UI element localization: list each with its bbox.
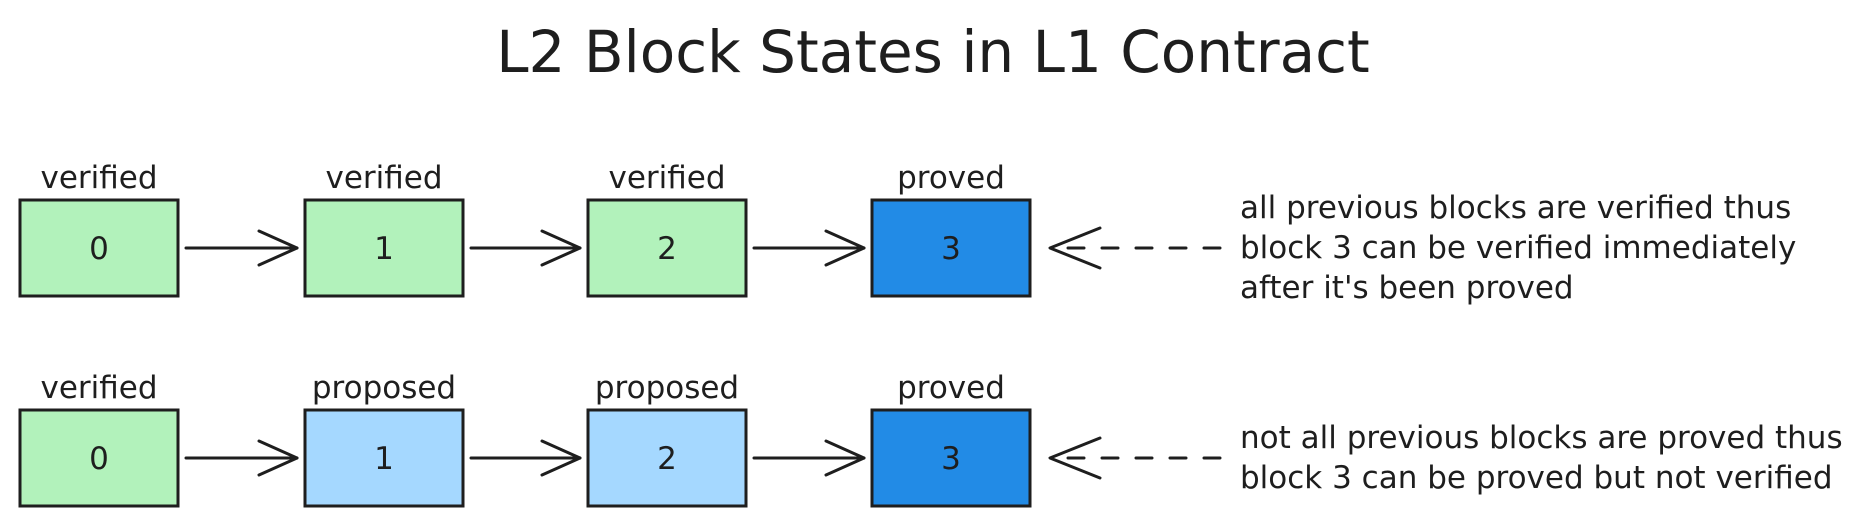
- row-2: verified 0 proposed 1 proposed 2 proved 3 not al…: [18, 370, 1843, 508]
- diagram-title: L2 Block States in L1 Contract: [496, 18, 1370, 86]
- block-box: [303, 408, 465, 508]
- block-box: [586, 198, 748, 298]
- next-arrow: [469, 439, 582, 477]
- block-number: 2: [657, 441, 677, 477]
- block-number: 1: [374, 441, 394, 477]
- note-line: after it's been proved: [1240, 270, 1574, 306]
- next-arrow: [752, 229, 866, 267]
- block-1-1: verified 1: [303, 160, 465, 298]
- next-arrow: [184, 229, 299, 267]
- block-box: [18, 198, 180, 298]
- note-line: block 3 can be verified immediately: [1240, 230, 1796, 266]
- note-pointer-arrow: [1048, 226, 1222, 270]
- block-state-label: verified: [325, 160, 442, 196]
- block-1-0: verified 0: [18, 160, 180, 298]
- block-state-label: verified: [40, 370, 157, 406]
- next-arrow: [469, 229, 582, 267]
- block-state-label: proved: [897, 160, 1005, 196]
- block-2-3: proved 3: [870, 370, 1032, 508]
- block-number: 3: [941, 441, 961, 477]
- block-number: 2: [657, 231, 677, 267]
- block-number: 0: [89, 441, 109, 477]
- next-arrow: [184, 439, 299, 477]
- block-state-label: verified: [608, 160, 725, 196]
- block-box: [870, 198, 1032, 298]
- note-pointer-arrow: [1048, 436, 1222, 480]
- row-note: all previous blocks are verified thus blo…: [1240, 190, 1796, 306]
- row-1: verified 0 verified 1 verified 2 proved 3 all pr…: [18, 160, 1796, 306]
- rows-layer: verified 0 verified 1 verified 2 proved 3 all pr…: [18, 160, 1843, 508]
- block-box: [870, 408, 1032, 508]
- next-arrow: [752, 439, 866, 477]
- block-box: [18, 408, 180, 508]
- block-box: [303, 198, 465, 298]
- block-number: 0: [89, 231, 109, 267]
- block-1-3: proved 3: [870, 160, 1032, 298]
- block-2-0: verified 0: [18, 370, 180, 508]
- block-state-label: proved: [897, 370, 1005, 406]
- note-line: all previous blocks are verified thus: [1240, 190, 1791, 226]
- note-line: not all previous blocks are proved thus: [1240, 420, 1843, 456]
- note-line: block 3 can be proved but not verified: [1240, 460, 1833, 496]
- block-state-label: proposed: [595, 370, 739, 406]
- block-2-2: proposed 2: [586, 370, 748, 508]
- block-box: [586, 408, 748, 508]
- row-note: not all previous blocks are proved thus b…: [1240, 420, 1843, 496]
- block-number: 1: [374, 231, 394, 267]
- block-state-label: proposed: [312, 370, 456, 406]
- block-2-1: proposed 1: [303, 370, 465, 508]
- block-state-label: verified: [40, 160, 157, 196]
- block-number: 3: [941, 231, 961, 267]
- block-1-2: verified 2: [586, 160, 748, 298]
